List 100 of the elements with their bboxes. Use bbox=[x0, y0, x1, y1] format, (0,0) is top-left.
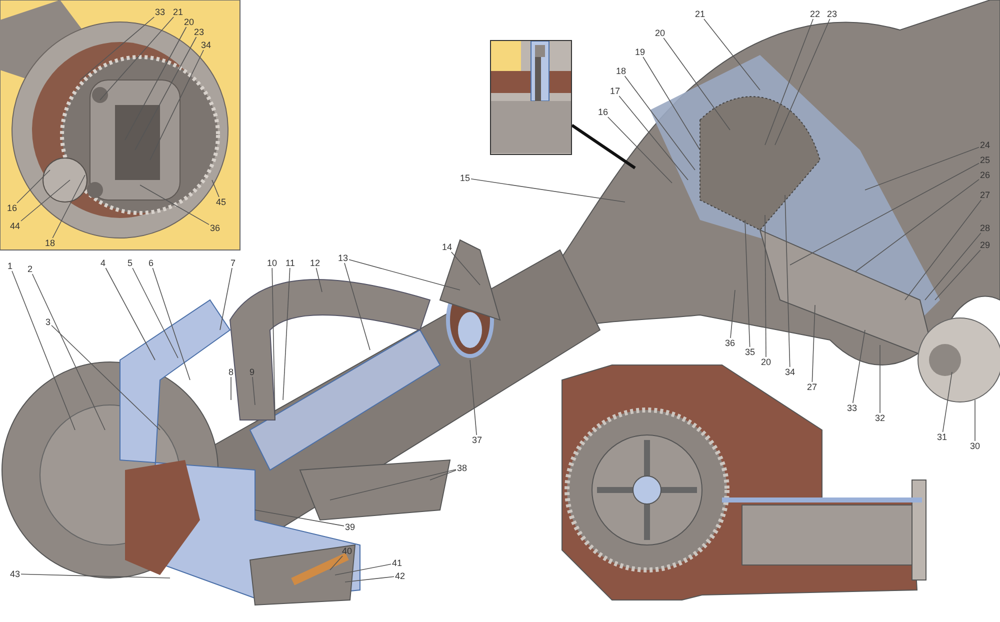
leader-line bbox=[663, 38, 730, 130]
leader-line bbox=[52, 174, 86, 238]
callout-number: 20 bbox=[183, 17, 196, 27]
leader-line bbox=[220, 268, 232, 330]
callout-number: 34 bbox=[784, 367, 796, 377]
leader-line bbox=[852, 330, 866, 404]
callout-number: 1 bbox=[6, 261, 14, 271]
leader-line bbox=[12, 270, 76, 430]
leader-line bbox=[132, 268, 178, 358]
callout-number: 19 bbox=[634, 47, 646, 57]
callout-number: 22 bbox=[809, 9, 822, 19]
callout-number: 31 bbox=[936, 432, 948, 442]
leader-line bbox=[105, 268, 156, 360]
leader-line bbox=[51, 324, 160, 430]
callout-number: 16 bbox=[6, 203, 18, 213]
callout-number: 33 bbox=[846, 403, 858, 413]
leader-line bbox=[16, 170, 50, 204]
leader-line bbox=[744, 220, 750, 348]
leader-line bbox=[812, 304, 816, 382]
callout-number: 5 bbox=[126, 258, 134, 268]
callout-number: 29 bbox=[979, 240, 992, 250]
leader-line bbox=[974, 400, 976, 442]
leader-line bbox=[20, 180, 70, 222]
leader-line bbox=[330, 469, 456, 500]
leader-line bbox=[212, 180, 220, 198]
leader-line bbox=[150, 50, 204, 160]
leader-line bbox=[942, 372, 952, 432]
callout-number: 44 bbox=[9, 221, 22, 231]
leader-line bbox=[774, 18, 830, 146]
callout-number: 38 bbox=[456, 463, 468, 473]
callout-number: 4 bbox=[100, 258, 107, 268]
callout-number: 45 bbox=[215, 197, 228, 207]
callout-number: 13 bbox=[337, 253, 350, 263]
callout-number: 14 bbox=[441, 242, 454, 252]
leader-line bbox=[230, 376, 232, 400]
callout-number: 18 bbox=[44, 238, 56, 248]
leader-line bbox=[152, 268, 190, 380]
leader-line bbox=[334, 564, 392, 576]
callout-number: 30 bbox=[969, 441, 982, 451]
leader-line bbox=[100, 16, 174, 100]
callout-number: 18 bbox=[615, 66, 628, 76]
leader-line bbox=[124, 26, 187, 140]
leader-line bbox=[32, 274, 106, 430]
callout-number: 23 bbox=[193, 27, 206, 37]
leader-line bbox=[80, 16, 155, 80]
leader-line bbox=[864, 146, 980, 190]
callout-number: 37 bbox=[471, 435, 484, 445]
detail-inset-picture bbox=[490, 40, 572, 155]
callout-number: 3 bbox=[44, 317, 52, 327]
callout-number: 20 bbox=[654, 28, 666, 38]
leader-line bbox=[140, 184, 210, 225]
callout-number: 12 bbox=[309, 258, 322, 268]
callout-number: 6 bbox=[148, 258, 155, 268]
callout-number: 32 bbox=[874, 413, 886, 423]
leader-line bbox=[854, 179, 980, 272]
leader-line bbox=[934, 250, 981, 300]
leader-line bbox=[784, 194, 790, 368]
leader-line bbox=[790, 162, 980, 266]
leader-line bbox=[730, 290, 736, 338]
leader-line bbox=[642, 56, 700, 150]
callout-number: 20 bbox=[760, 357, 772, 367]
leader-line bbox=[316, 268, 322, 292]
leader-line bbox=[571, 124, 636, 170]
leader-line bbox=[764, 214, 766, 358]
callout-number: 26 bbox=[979, 170, 992, 180]
callout-number: 41 bbox=[391, 558, 404, 568]
leader-line bbox=[252, 376, 256, 406]
leader-line bbox=[764, 18, 814, 146]
callout-number: 35 bbox=[744, 347, 756, 357]
callout-number: 27 bbox=[806, 382, 818, 392]
callout-number: 39 bbox=[344, 522, 356, 532]
leader-line bbox=[134, 36, 197, 150]
callout-number: 40 bbox=[341, 546, 354, 556]
leader-line bbox=[20, 574, 170, 578]
leader-line bbox=[330, 556, 343, 570]
callout-number: 11 bbox=[284, 258, 296, 268]
leader-line bbox=[282, 268, 290, 400]
leader-line bbox=[618, 96, 688, 180]
leader-line bbox=[924, 232, 982, 300]
callout-number: 27 bbox=[979, 190, 992, 200]
callout-number: 36 bbox=[724, 338, 736, 348]
callout-number: 23 bbox=[826, 9, 838, 19]
leader-line bbox=[254, 510, 344, 526]
leader-line bbox=[607, 116, 672, 184]
leader-line bbox=[904, 200, 982, 300]
leader-line bbox=[272, 268, 276, 420]
callout-number: 34 bbox=[200, 40, 212, 50]
callout-number: 43 bbox=[9, 569, 22, 579]
callout-number: 25 bbox=[979, 155, 992, 165]
callout-number: 28 bbox=[979, 223, 992, 233]
callout-number: 42 bbox=[394, 571, 406, 581]
leader-line bbox=[470, 360, 477, 436]
leader-line bbox=[624, 76, 696, 170]
leader-line bbox=[344, 576, 394, 582]
callout-number: 7 bbox=[230, 258, 237, 268]
callout-number: 33 bbox=[154, 7, 166, 17]
callout-number: 15 bbox=[459, 173, 472, 183]
leader-line bbox=[348, 259, 460, 290]
callout-number: 21 bbox=[694, 9, 706, 19]
callout-number: 21 bbox=[172, 7, 184, 17]
